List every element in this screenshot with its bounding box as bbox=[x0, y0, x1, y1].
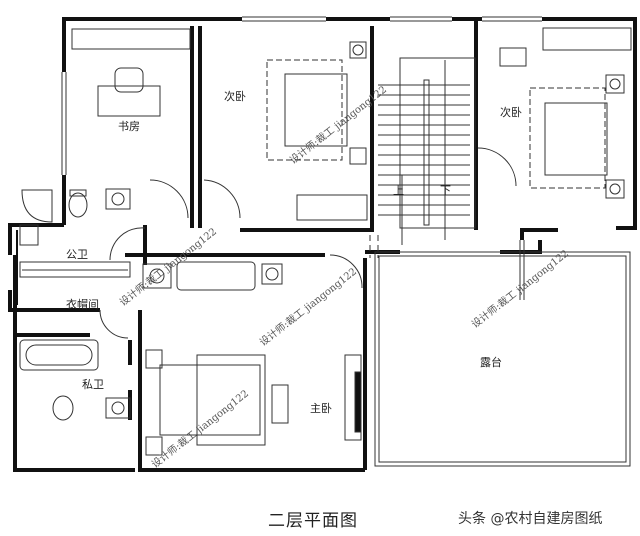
room-label-closet: 衣帽间 bbox=[66, 298, 99, 311]
room-label-master-bedroom: 主卧 bbox=[310, 402, 332, 415]
plan-title: 二层平面图 bbox=[268, 511, 358, 531]
room-label-terrace: 露台 bbox=[480, 356, 502, 369]
room-label-private-bath: 私卫 bbox=[82, 378, 104, 391]
room-label-public-bath: 公卫 bbox=[66, 248, 88, 261]
room-label-study: 书房 bbox=[118, 120, 140, 133]
room-label-bedroom-right: 次卧 bbox=[500, 106, 522, 119]
stairs-up-label: 上 bbox=[393, 184, 404, 197]
source-credit: 头条 @农村自建房图纸 bbox=[458, 511, 603, 527]
thin-lines bbox=[19, 16, 632, 467]
room-label-bedroom-left: 次卧 bbox=[224, 90, 246, 103]
stairs-down-label: 下 bbox=[440, 184, 451, 197]
